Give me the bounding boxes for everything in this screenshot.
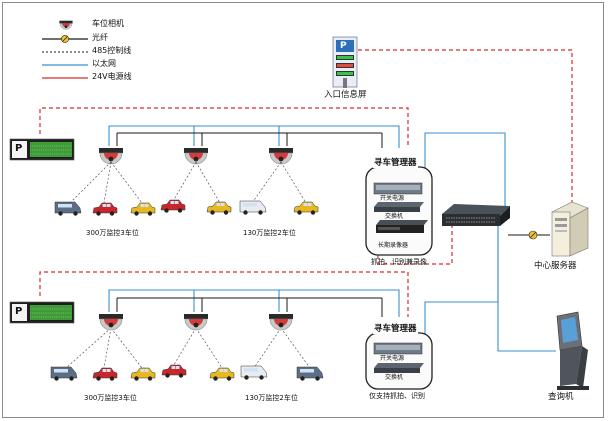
entrance-sign-letter: P [340, 41, 347, 51]
legend-ethernet-label: 以太网 [92, 59, 116, 68]
fiber-connector-icon [528, 230, 538, 240]
zone1-left-caption: 300万监控3车位 [86, 229, 139, 237]
zone2-manager-caption: 仅支持抓拍、识别 [369, 392, 425, 400]
camera-icon [268, 313, 294, 331]
car-icon [92, 202, 118, 217]
zone1-led-sign [9, 138, 75, 161]
zone2-switch-label: 开关电源 [380, 355, 405, 362]
legend-485-label: 485控制线 [92, 46, 132, 55]
car-icon [130, 367, 156, 382]
car-icon [130, 202, 156, 217]
car-icon [92, 367, 118, 382]
car-icon [161, 364, 187, 379]
core-switch [442, 204, 510, 226]
zone1-vehicles [54, 199, 319, 217]
zone2-right-caption: 130万监控2车位 [245, 394, 298, 402]
legend-camera-label: 车位相机 [92, 19, 124, 28]
rs485-lines [39, 49, 573, 317]
zone2-cameras [98, 313, 294, 331]
van-icon [50, 366, 78, 382]
kiosk-icon [556, 311, 589, 390]
car-icon [160, 199, 186, 214]
kiosk-label: 查询机 [548, 392, 574, 402]
server-tower-icon [551, 201, 589, 257]
zone1-cameras [98, 147, 294, 165]
diagram-frame [2, 2, 604, 418]
legend-fiber-label: 光纤 [92, 33, 108, 42]
legend [42, 20, 88, 79]
van-icon [296, 366, 324, 382]
zone1-sign-letter: P [15, 143, 23, 154]
camera-icon [98, 313, 124, 331]
ethernet-lines [108, 125, 556, 352]
zone2-manager-box [365, 332, 433, 390]
zone1-recorder-label: 长期录像器 [378, 242, 409, 249]
zone1-switch-label: 开关电源 [380, 195, 405, 202]
entrance-screen-label: 入口信息屏 [324, 90, 367, 100]
zone2-sign-letter: P [15, 306, 23, 317]
car-icon [209, 367, 235, 382]
zone2-led-sign [9, 301, 75, 324]
camera-icon [268, 147, 294, 165]
legend-power-label: 24V电源线 [92, 72, 132, 81]
entrance-sign [332, 36, 358, 88]
legend-camera-icon [59, 20, 73, 30]
server-label: 中心服务器 [534, 261, 577, 271]
zone1-right-caption: 130万监控2车位 [243, 229, 296, 237]
car-icon [293, 201, 319, 216]
car-icon [206, 201, 232, 216]
camera-coverage-lines [65, 161, 311, 369]
camera-icon [183, 147, 209, 165]
zone2-vehicles [50, 364, 324, 382]
zone1-manager-box [365, 166, 433, 256]
camera-icon [98, 147, 124, 165]
zone1-manager-title: 寻车管理器 [373, 158, 418, 168]
zone2-exchange-label: 交换机 [385, 374, 404, 381]
van-icon [239, 200, 267, 216]
zone1-manager-caption: 抓拍、识别兼录像 [371, 258, 427, 266]
zone1-exchange-label: 交换机 [385, 213, 404, 220]
zone2-left-caption: 300万监控3车位 [84, 394, 137, 402]
van-icon [54, 201, 82, 217]
van-icon [240, 365, 268, 381]
zone2-manager-title: 寻车管理器 [373, 324, 418, 334]
camera-icon [183, 313, 209, 331]
